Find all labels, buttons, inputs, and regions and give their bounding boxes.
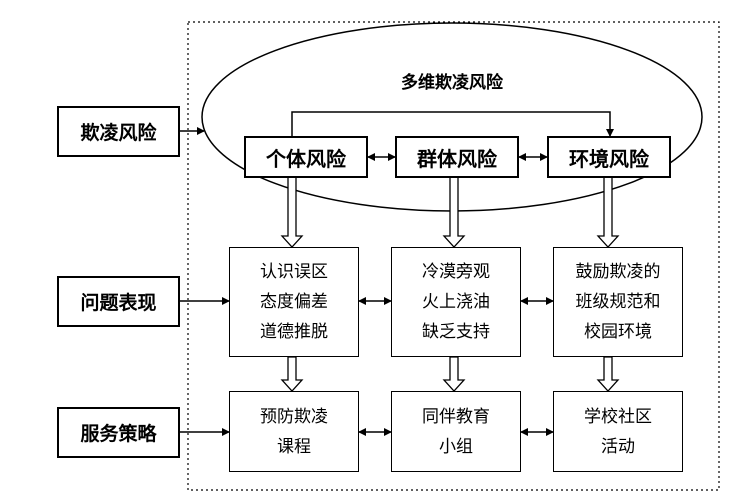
problem-box-group: 冷漠旁观 火上浇油 缺乏支持 <box>391 247 521 357</box>
hollow-arrow-1b <box>280 356 304 392</box>
hollow-arrow-3b <box>596 356 620 392</box>
hollow-arrow-3a <box>596 176 620 248</box>
strategy-box-environment: 学校社区 活动 <box>553 391 683 472</box>
problem-line: 冷漠旁观 <box>422 262 490 282</box>
strategy-box-group: 同伴教育 小组 <box>391 391 521 472</box>
left-label-risk: 欺凌风险 <box>57 106 180 157</box>
risk-box-individual: 个体风险 <box>244 136 368 178</box>
left-label-problem: 问题表现 <box>57 276 180 327</box>
risk-box-group: 群体风险 <box>395 136 519 178</box>
ellipse-title: 多维欺凌风险 <box>401 73 503 93</box>
problem-line: 鼓励欺凌的 <box>575 262 661 282</box>
problem-box-individual: 认识误区 态度偏差 道德推脱 <box>229 247 359 357</box>
hollow-arrow-2a <box>442 176 466 248</box>
strategy-line: 课程 <box>277 436 311 457</box>
problem-line: 火上浇油 <box>422 292 490 312</box>
problem-box-environment: 鼓励欺凌的 班级规范和 校园环境 <box>553 247 683 357</box>
problem-line: 道德推脱 <box>260 322 328 342</box>
strategy-line: 小组 <box>439 436 473 457</box>
problem-line: 认识误区 <box>260 262 328 282</box>
risk-box-environment: 环境风险 <box>547 136 671 178</box>
connector-top <box>288 111 614 143</box>
problem-line: 缺乏支持 <box>422 322 490 342</box>
problem-line: 态度偏差 <box>260 292 328 312</box>
problem-line: 校园环境 <box>584 322 652 342</box>
hollow-arrow-2b <box>442 356 466 392</box>
strategy-line: 学校社区 <box>584 406 652 427</box>
strategy-line: 预防欺凌 <box>260 406 328 427</box>
dotted-frame <box>187 21 720 491</box>
strategy-line: 活动 <box>601 436 635 457</box>
problem-line: 班级规范和 <box>575 292 661 312</box>
strategy-line: 同伴教育 <box>422 406 490 427</box>
strategy-box-individual: 预防欺凌 课程 <box>229 391 359 472</box>
hollow-arrow-1a <box>280 176 304 248</box>
left-label-strategy: 服务策略 <box>57 407 180 458</box>
